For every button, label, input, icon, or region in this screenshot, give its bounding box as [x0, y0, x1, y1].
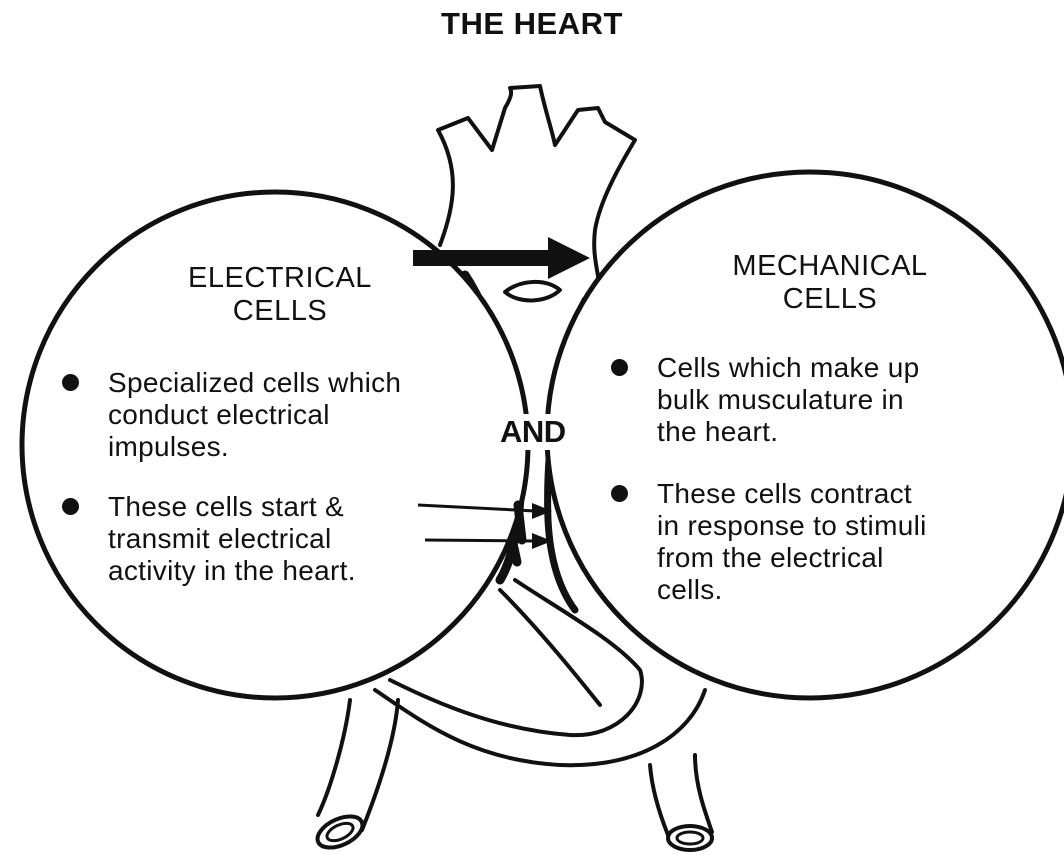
bullet-line: activity in the heart. — [108, 555, 488, 587]
bullet-line: bulk musculature in — [657, 384, 1027, 416]
bullet-line: Cells which make up — [657, 352, 1027, 384]
heading-line-1: ELECTRICAL — [130, 262, 430, 295]
electrical-cells-heading: ELECTRICAL CELLS — [130, 262, 430, 328]
descending-vessel-right — [695, 755, 712, 832]
bullet-dot — [62, 374, 79, 391]
bullet-line: cells. — [657, 574, 1027, 606]
vena-cava-left — [318, 700, 350, 815]
mechanical-bullet-2: These cells contract in response to stim… — [657, 478, 1027, 606]
bullet-line: conduct electrical — [108, 399, 488, 431]
and-connector: AND — [498, 414, 568, 450]
bullet-line: the heart. — [657, 416, 1027, 448]
bullet-dot — [611, 485, 628, 502]
bullet-dot — [611, 359, 628, 376]
bullet-line: from the electrical — [657, 542, 1027, 574]
descending-vessel-opening — [668, 826, 712, 850]
diagram-title: THE HEART — [0, 6, 1064, 42]
bullet-line: These cells start & — [108, 491, 488, 523]
lower-loop-outer — [375, 690, 705, 765]
electrical-bullet-1: Specialized cells which conduct electric… — [108, 367, 488, 463]
vena-cava-right-edge — [362, 700, 398, 830]
bullet-line: in response to stimuli — [657, 510, 1027, 542]
mechanical-bullet-1: Cells which make up bulk musculature in … — [657, 352, 1027, 448]
mechanical-cells-heading: MECHANICAL CELLS — [680, 250, 980, 316]
bullet-dot — [62, 498, 79, 515]
descending-vessel-left — [650, 765, 668, 835]
bullet-line: impulses. — [108, 431, 488, 463]
inner-chamber — [500, 590, 600, 705]
heading-line-2: CELLS — [680, 283, 980, 316]
bullet-line: Specialized cells which — [108, 367, 488, 399]
bullet-line: These cells contract — [657, 478, 1027, 510]
bullet-line: transmit electrical — [108, 523, 488, 555]
electrical-bullet-2: These cells start & transmit electrical … — [108, 491, 488, 587]
vena-cava-opening — [313, 810, 367, 854]
heading-line-2: CELLS — [130, 295, 430, 328]
heading-line-1: MECHANICAL — [680, 250, 980, 283]
arch-inner — [505, 282, 560, 301]
